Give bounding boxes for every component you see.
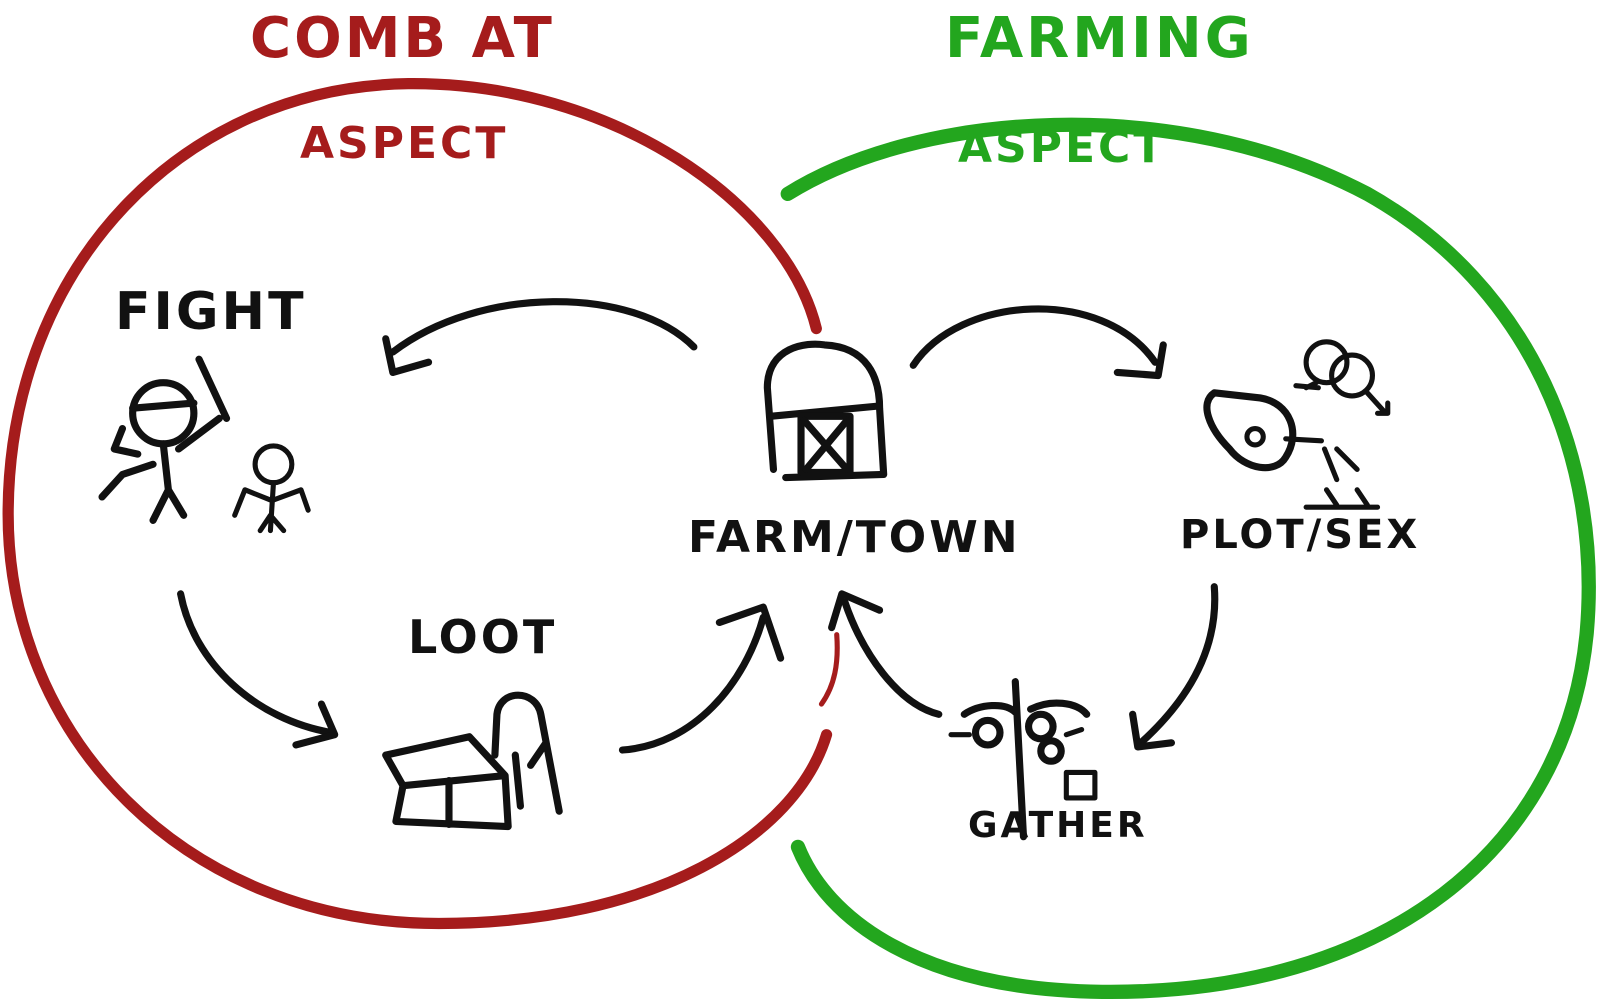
node-loot: LOOT	[408, 610, 558, 664]
node-farm-town: FARM/TOWN	[688, 512, 1021, 563]
gender-symbols-icon	[1293, 339, 1391, 416]
node-plot-sex: PLOT/SEX	[1180, 512, 1421, 558]
arrow-gather-to-farm	[828, 590, 943, 718]
combat-aspect-arc	[2, 78, 833, 930]
farming-subtitle: ASPECT	[958, 122, 1167, 173]
node-gather: GATHER	[968, 805, 1148, 846]
arrow-farm-to-plot	[909, 305, 1167, 380]
watering-can-icon	[1203, 389, 1381, 510]
farming-aspect-arc	[780, 117, 1596, 999]
node-fight: FIGHT	[115, 282, 307, 342]
arrow-plot-to-gather	[1129, 583, 1219, 751]
barn-icon	[763, 340, 888, 482]
tree-icon	[948, 678, 1098, 841]
chest-icon	[382, 691, 563, 831]
arrow-farm-to-fight	[382, 298, 698, 377]
fighter-icon	[98, 355, 311, 534]
arrow-loot-to-farm	[618, 603, 785, 754]
arrow-fight-to-loot	[177, 590, 339, 749]
combat-subtitle: ASPECT	[300, 118, 509, 169]
combat-title: COMB AT	[250, 6, 555, 71]
farming-title: FARMING	[945, 6, 1254, 71]
combat-aspect-arc-fragment	[818, 632, 840, 707]
